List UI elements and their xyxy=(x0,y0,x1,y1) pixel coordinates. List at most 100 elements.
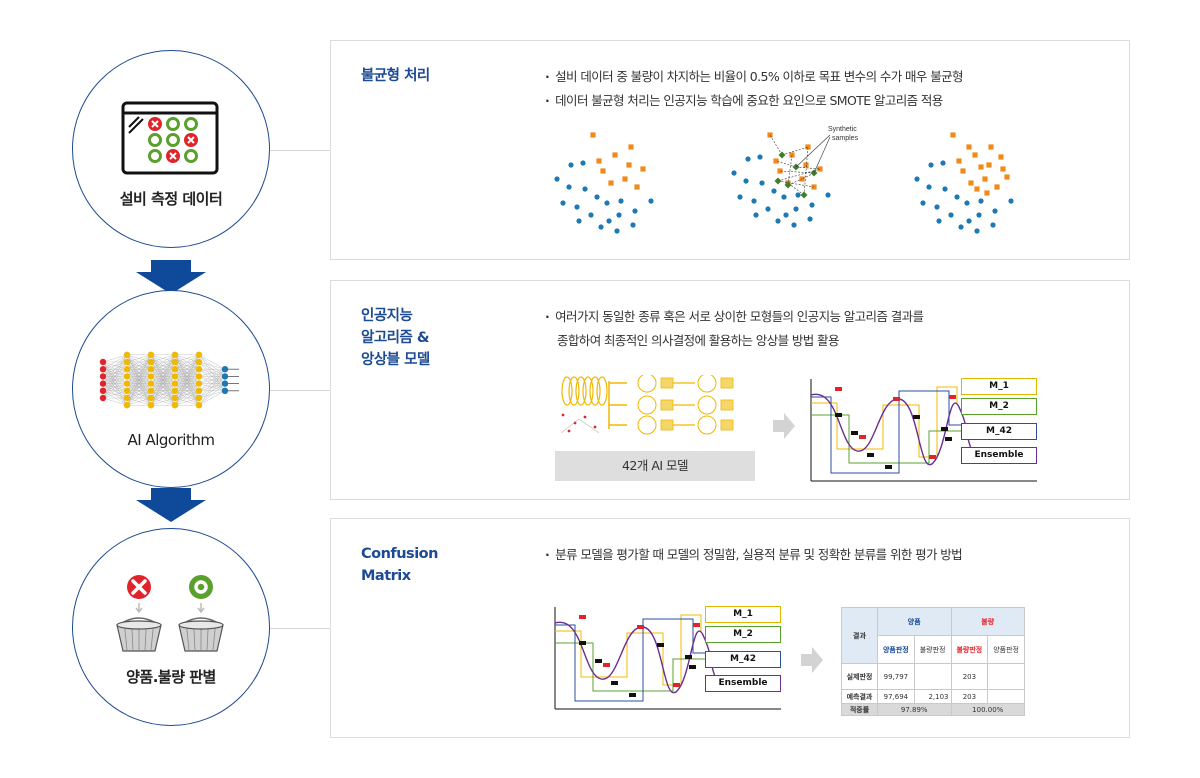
neuron-node xyxy=(221,373,229,380)
sample-point xyxy=(805,144,811,150)
sample-point xyxy=(590,132,596,138)
title-line: 앙상블 모델 xyxy=(361,352,430,368)
cm-row-label: 예측결과 xyxy=(841,689,878,704)
sample-point xyxy=(807,216,813,222)
sample-point xyxy=(630,222,636,228)
sample-point xyxy=(622,176,628,182)
sample-point xyxy=(771,188,777,194)
sample-point xyxy=(974,228,980,234)
sample-point xyxy=(743,178,749,184)
sample-point xyxy=(960,168,966,174)
o-mark-icon xyxy=(148,133,162,147)
panel-confusion: Confusion Matrix 분류 모델을 평가할 때 모델의 정밀함, 실… xyxy=(330,518,1130,738)
sample-point xyxy=(942,186,948,192)
neuron-node xyxy=(171,366,179,373)
bullet-item: 여러가지 동일한 종류 혹은 서로 상이한 모형들의 인공지능 알고리즘 결과를 xyxy=(545,305,924,329)
sample-point xyxy=(777,168,783,174)
sample-point xyxy=(608,180,614,186)
sample-point xyxy=(568,162,574,168)
sample-point xyxy=(948,212,954,218)
sample-point xyxy=(612,152,618,158)
neuron-node xyxy=(195,351,203,358)
neuron-node xyxy=(195,366,203,373)
cm-cell: 97,694 xyxy=(877,689,915,704)
sample-point xyxy=(966,144,972,150)
title-line: 인공지능 xyxy=(361,308,413,324)
sample-point xyxy=(588,212,594,218)
right-arrow-icon xyxy=(801,647,823,673)
neuron-node xyxy=(171,394,179,402)
legend-m2: M_2 xyxy=(705,626,781,643)
sample-point xyxy=(598,224,604,230)
sample-point xyxy=(773,158,779,164)
sample-point xyxy=(791,222,797,228)
step-ai-algorithm: AI Algorithm xyxy=(72,290,270,488)
sample-point xyxy=(600,168,606,174)
sample-point xyxy=(616,212,622,218)
synthetic-label: samples xyxy=(832,135,859,142)
sample-point xyxy=(825,192,831,198)
sample-point xyxy=(914,176,920,182)
sample-point xyxy=(956,158,962,164)
neuron-node xyxy=(195,402,203,409)
cm-row-label: 적중률 xyxy=(841,703,878,716)
neuron-node xyxy=(123,387,131,394)
cm-cell: 203 xyxy=(950,689,989,704)
neuron-node xyxy=(171,380,179,387)
synthetic-point xyxy=(800,191,808,199)
sample-point xyxy=(990,222,996,228)
sample-point xyxy=(737,194,743,200)
neuron-node xyxy=(123,402,131,409)
neural-network-icon xyxy=(99,351,239,409)
sample-point xyxy=(640,166,646,172)
sample-point xyxy=(574,204,580,210)
step-label: AI Algorithm xyxy=(127,431,215,449)
cm-group-bad: 불량 xyxy=(950,607,1025,636)
sample-point xyxy=(560,200,566,206)
sample-point xyxy=(634,184,640,190)
sample-point xyxy=(767,132,773,138)
sample-point xyxy=(793,206,799,212)
neuron-node xyxy=(195,358,203,366)
legend-m42: M_42 xyxy=(705,651,781,668)
panel-ensemble: 인공지능 알고리즘 & 앙상블 모델 여러가지 동일한 종류 혹은 서로 상이한… xyxy=(330,280,1130,500)
sample-point xyxy=(648,198,654,204)
neuron-node xyxy=(123,394,131,402)
sample-point xyxy=(604,200,610,206)
model-network-diagram xyxy=(560,375,734,435)
legend-m1: M_1 xyxy=(705,606,781,623)
legend-m1: M_1 xyxy=(961,378,1037,395)
synthetic-point xyxy=(774,177,782,185)
sample-point xyxy=(614,228,620,234)
sample-point xyxy=(628,144,634,150)
sample-point xyxy=(986,162,992,168)
neuron-node xyxy=(147,373,155,380)
panel-title: Confusion Matrix xyxy=(361,543,438,587)
cm-cell xyxy=(913,663,952,690)
sample-point xyxy=(1000,166,1006,172)
neuron-node xyxy=(221,380,229,387)
neuron-node xyxy=(147,351,155,358)
neuron-node xyxy=(171,387,179,394)
sample-point xyxy=(936,218,942,224)
sample-point xyxy=(978,164,984,170)
neuron-node xyxy=(99,394,107,402)
right-arrow-icon xyxy=(773,413,795,439)
sample-point xyxy=(594,194,600,200)
sample-point xyxy=(803,162,809,168)
o-mark-icon xyxy=(166,117,180,131)
cm-sub-header: 양품판정 xyxy=(987,635,1025,664)
sample-point xyxy=(757,154,763,160)
sample-point xyxy=(1008,198,1014,204)
sample-point xyxy=(753,212,759,218)
panel-title: 불균형 처리 xyxy=(361,68,430,84)
scatter-original xyxy=(554,132,654,234)
title-line: Matrix xyxy=(361,568,411,584)
o-mark-icon xyxy=(166,133,180,147)
synthetic-label: Synthetic xyxy=(828,126,857,133)
cm-cell xyxy=(987,689,1025,704)
neuron-node xyxy=(171,351,179,358)
neuron-node xyxy=(171,358,179,366)
cm-cell: 99,797 xyxy=(877,663,915,690)
cm-sub-header: 불량판정 xyxy=(950,635,989,664)
